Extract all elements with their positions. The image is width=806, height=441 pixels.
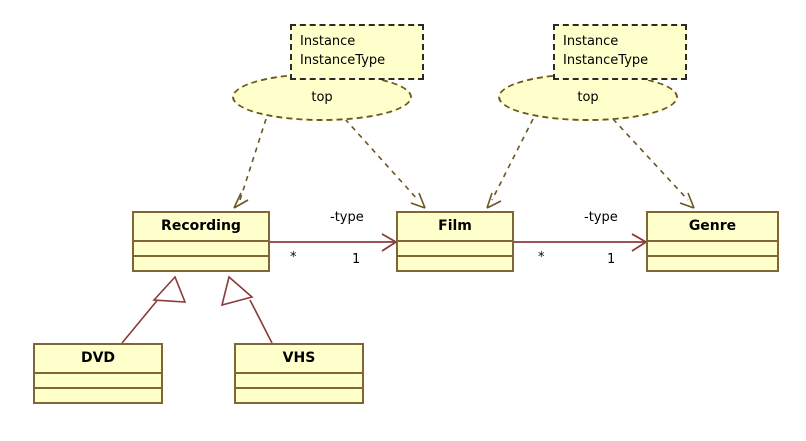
class-box-vhs[interactable]: VHS (234, 343, 364, 404)
class-name-recording: Recording (134, 213, 268, 242)
dependency-instance-left-to-film (344, 118, 426, 209)
association-recording-film (270, 233, 397, 252)
instance-note-right-line2: InstanceType (563, 53, 649, 68)
dependency-instance-right-to-film (486, 118, 534, 209)
multiplicity-target-film-genre: 1 (607, 252, 616, 267)
instance-ellipse-right-label: top (577, 89, 599, 105)
generalization-vhs-to-recording (220, 275, 273, 344)
class-name-vhs: VHS (236, 345, 362, 374)
instance-note-left-line2: InstanceType (300, 53, 386, 68)
multiplicity-target-recording-film: 1 (352, 252, 361, 267)
class-attributes-recording (134, 242, 268, 257)
instance-note-right-line1: Instance (563, 34, 619, 49)
class-name-dvd: DVD (35, 345, 161, 374)
association-film-genre (513, 233, 647, 252)
class-operations-vhs (236, 389, 362, 404)
class-operations-genre (648, 257, 777, 272)
class-attributes-film (398, 242, 512, 257)
class-box-film[interactable]: Film (396, 211, 514, 272)
class-attributes-vhs (236, 374, 362, 389)
association-label-recording-film: -type (330, 210, 364, 225)
instance-note-left-line1: Instance (300, 34, 356, 49)
dependency-instance-right-to-genre (612, 118, 695, 209)
generalization-dvd-to-recording (121, 275, 187, 344)
class-box-genre[interactable]: Genre (646, 211, 779, 272)
multiplicity-source-recording-film: * (290, 250, 297, 265)
class-attributes-genre (648, 242, 777, 257)
instance-note-left[interactable]: Instance InstanceType (290, 24, 424, 80)
instance-ellipse-left-label: top (311, 89, 333, 105)
class-operations-recording (134, 257, 268, 272)
association-label-film-genre: -type (584, 210, 618, 225)
instance-note-right[interactable]: Instance InstanceType (553, 24, 687, 80)
class-attributes-dvd (35, 374, 161, 389)
instance-ellipse-left[interactable]: top (232, 73, 412, 121)
class-operations-dvd (35, 389, 161, 404)
multiplicity-source-film-genre: * (538, 250, 545, 265)
class-name-genre: Genre (648, 213, 777, 242)
class-box-recording[interactable]: Recording (132, 211, 270, 272)
dependency-instance-left-to-recording (233, 118, 267, 209)
class-name-film: Film (398, 213, 512, 242)
class-operations-film (398, 257, 512, 272)
class-box-dvd[interactable]: DVD (33, 343, 163, 404)
instance-ellipse-right[interactable]: top (498, 73, 678, 121)
